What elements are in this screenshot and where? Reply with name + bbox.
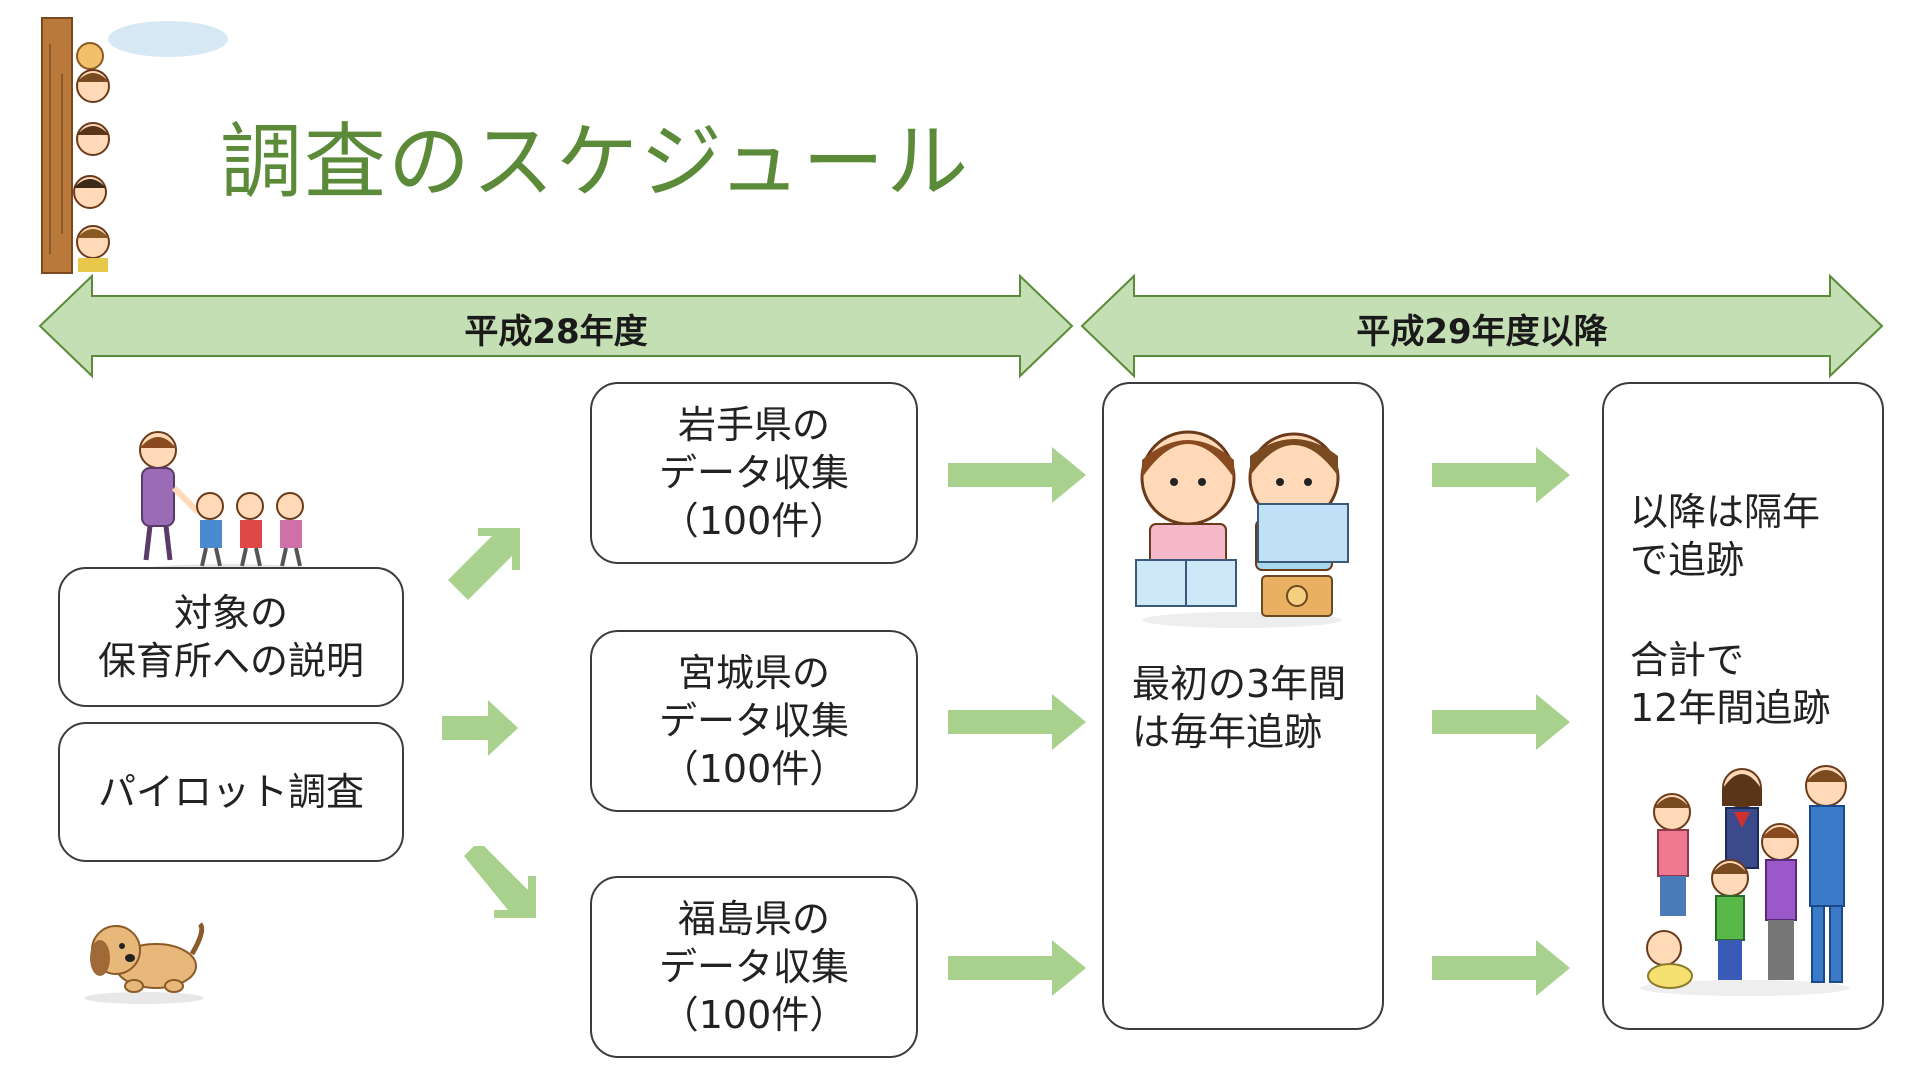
explanation-box: 対象の 保育所への説明	[58, 567, 404, 707]
biennial-text: 以降は隔年 で追跡	[1630, 488, 1870, 584]
teacher-children-illustration	[138, 431, 318, 576]
pilot-survey-label: パイロット調査	[97, 770, 364, 814]
timeline-arrow-h29	[1080, 273, 1884, 379]
followup-text: 最初の3年間 は毎年追跡	[1132, 660, 1372, 756]
total-line-1: 合計で	[1630, 638, 1745, 682]
total-text: 合計で 12年間追跡	[1630, 636, 1870, 732]
tree-children-illustration	[41, 17, 228, 274]
region-line: データ収集	[658, 451, 849, 495]
children-group-illustration	[1640, 765, 1850, 996]
arrow-followup-to-total-1	[1432, 447, 1570, 503]
arrow-fukushima-to-followup	[948, 940, 1086, 996]
timeline-label-h28: 平成28年度	[464, 312, 648, 352]
total-line-2: 12年間追跡	[1630, 686, 1831, 730]
region-box-iwate: 岩手県の データ収集 （100件）	[590, 382, 918, 564]
arrow-followup-to-total-2	[1432, 694, 1570, 750]
arrow-miyagi-to-followup	[948, 694, 1086, 750]
arrow-right-small	[442, 700, 518, 756]
region-line: （100件）	[660, 993, 848, 1037]
followup-line-2: は毎年追跡	[1132, 710, 1323, 754]
region-line: データ収集	[658, 699, 849, 743]
timeline-arrow-h28	[38, 273, 1074, 379]
arrow-iwate-to-followup	[948, 447, 1086, 503]
followup-line-1: 最初の3年間	[1132, 662, 1347, 706]
region-line: データ収集	[658, 945, 849, 989]
region-line: （100件）	[660, 499, 848, 543]
dog-illustration	[84, 922, 205, 1004]
region-line: 福島県の	[677, 897, 830, 941]
children-reading-illustration	[1135, 430, 1349, 628]
arrow-up-right	[448, 528, 520, 600]
page-title: 調査のスケジュール	[220, 115, 971, 210]
explanation-line-1: 対象の	[173, 591, 288, 635]
region-box-miyagi: 宮城県の データ収集 （100件）	[590, 630, 918, 812]
region-box-fukushima: 福島県の データ収集 （100件）	[590, 876, 918, 1058]
region-line: 岩手県の	[677, 403, 830, 447]
timeline-label-h29: 平成29年度以降	[1356, 312, 1608, 352]
arrow-down-right	[464, 846, 536, 918]
region-line: （100件）	[660, 747, 848, 791]
region-line: 宮城県の	[677, 651, 830, 695]
pilot-survey-box: パイロット調査	[58, 722, 404, 862]
biennial-line-1: 以降は隔年	[1630, 490, 1821, 534]
arrow-followup-to-total-3	[1432, 940, 1570, 996]
explanation-line-2: 保育所への説明	[97, 639, 364, 683]
biennial-line-2: で追跡	[1630, 538, 1745, 582]
